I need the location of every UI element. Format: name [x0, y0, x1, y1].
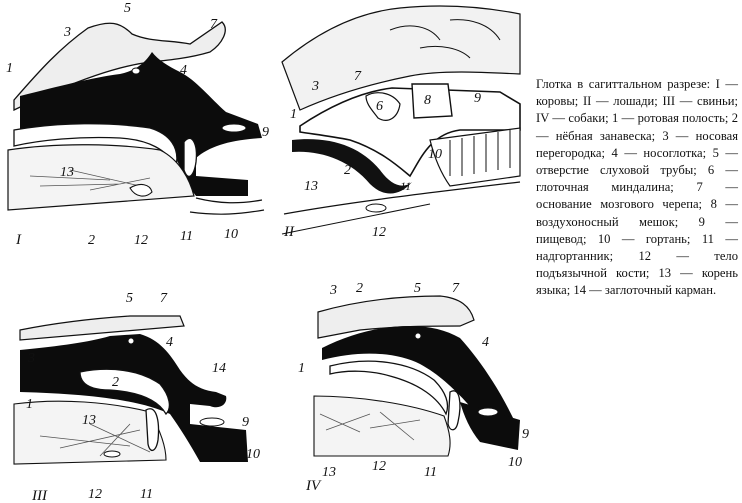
label-II-9: 9: [474, 91, 481, 106]
horse-soft-palate: [292, 139, 412, 194]
label-I-10: 10: [224, 227, 238, 242]
horse-larynx: [429, 127, 521, 187]
label-III-13: 13: [82, 413, 96, 428]
label-IV-13: 13: [322, 465, 336, 480]
panel-cow: 1 3 5 7 4 9 13 2 12 11 10 I: [6, 1, 269, 248]
esophagus-shape: [221, 123, 247, 133]
label-IV-12: 12: [372, 459, 386, 474]
pig-epiglottis: [145, 408, 160, 451]
label-III-2: 2: [112, 375, 119, 390]
horse-larynx-lines: [449, 130, 511, 176]
label-I-3: 3: [63, 25, 71, 40]
dog-nasopharynx: [322, 326, 516, 432]
label-III-10: 10: [246, 447, 260, 462]
horse-skull-detail: [389, 19, 501, 59]
label-IV-7: 7: [452, 281, 460, 296]
label-I-1: 1: [6, 61, 13, 76]
label-IV-10: 10: [508, 455, 522, 470]
label-IV-5: 5: [414, 281, 421, 296]
label-I-13: 13: [60, 165, 74, 180]
label-I-4: 4: [180, 63, 187, 78]
panel-horse: 3 7 1 6 8 9 2 13 10 11 12 II: [281, 5, 521, 240]
horse-hyoid-line: [281, 203, 431, 235]
label-I-2: 2: [88, 233, 95, 248]
label-II-11: 11: [400, 179, 411, 193]
label-III-7: 7: [160, 291, 168, 306]
label-I-5: 5: [124, 1, 131, 16]
label-I-7: 7: [210, 17, 218, 32]
label-III-1: 1: [26, 397, 33, 412]
nasopharynx-shape: [20, 52, 262, 196]
dog-larynx: [460, 402, 520, 450]
dog-esophagus: [477, 407, 499, 417]
horse-guttural-pouch: [411, 83, 453, 119]
pig-tongue: [13, 400, 167, 465]
label-I-9: 9: [262, 125, 269, 140]
label-III-5: 5: [126, 291, 133, 306]
label-III-4: 4: [166, 335, 173, 350]
panel-I-numeral: I: [15, 232, 22, 248]
horse-tongue-line: [283, 181, 521, 215]
label-III-3: 3: [27, 351, 35, 366]
figure-caption: Глотка в сагиттальном разрезе: I — коров…: [536, 77, 738, 298]
dog-tongue-fibres: [319, 411, 421, 441]
tongue-fibres: [29, 169, 151, 191]
label-IV-4: 4: [482, 335, 489, 350]
panel-dog: 3 2 5 7 4 1 9 10 13 12 11 IV: [298, 281, 529, 494]
label-II-1: 1: [290, 107, 297, 122]
label-IV-1: 1: [298, 361, 305, 376]
pig-nasopharynx: [20, 334, 248, 462]
pig-auditory-opening: [127, 337, 135, 345]
panel-II-numeral: II: [283, 224, 295, 240]
label-IV-11: 11: [424, 465, 437, 480]
pig-hyoid: [103, 450, 121, 458]
horse-skull-shape: [281, 5, 521, 111]
label-I-12: 12: [134, 233, 148, 248]
label-IV-9: 9: [522, 427, 529, 442]
label-III-12: 12: [88, 487, 102, 502]
label-II-3: 3: [311, 79, 319, 94]
pig-tongue-fibres: [39, 423, 151, 457]
label-IV-3: 3: [329, 283, 337, 298]
label-II-10: 10: [428, 147, 442, 162]
label-II-12: 12: [372, 225, 386, 240]
larynx-lines: [189, 197, 265, 215]
panel-III-numeral: III: [31, 488, 48, 503]
horse-hyoid: [365, 203, 387, 213]
pig-esophagus: [199, 417, 225, 427]
label-III-11: 11: [140, 487, 153, 502]
label-III-9: 9: [242, 415, 249, 430]
epiglottis-shape: [183, 137, 198, 178]
dog-epiglottis: [447, 390, 461, 431]
label-II-6: 6: [376, 99, 383, 114]
label-IV-2: 2: [356, 281, 363, 296]
pig-septum: [19, 315, 185, 341]
label-II-2: 2: [344, 163, 351, 178]
dog-auditory-opening: [414, 332, 422, 340]
label-I-11: 11: [180, 229, 193, 244]
dog-soft-palate: [329, 360, 449, 416]
pig-soft-palate: [79, 368, 171, 416]
label-II-7: 7: [354, 69, 362, 84]
label-II-8: 8: [424, 93, 431, 108]
panel-IV-numeral: IV: [305, 478, 322, 494]
label-III-14: 14: [212, 361, 226, 376]
horse-pharyngeal-tonsil: [365, 92, 401, 121]
auditory-opening-shape: [131, 67, 141, 75]
panel-pig: 5 7 4 3 2 14 1 13 9 10 12 11 III: [13, 291, 260, 503]
nasal-septum-shape: [13, 21, 226, 112]
horse-nasopharynx: [299, 87, 521, 178]
label-II-13: 13: [304, 179, 318, 194]
hyoid-shape: [129, 183, 153, 197]
